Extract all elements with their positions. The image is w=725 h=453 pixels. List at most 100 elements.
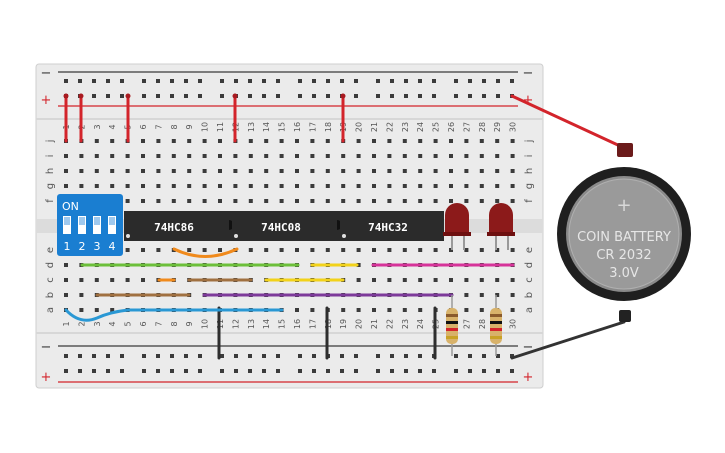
terminal-hole[interactable] <box>510 169 515 173</box>
terminal-hole[interactable] <box>310 199 315 203</box>
terminal-hole[interactable] <box>433 154 438 158</box>
rail-hole[interactable] <box>184 79 188 83</box>
terminal-hole[interactable] <box>495 184 500 188</box>
terminal-hole[interactable] <box>64 184 68 188</box>
rail-hole[interactable] <box>156 94 160 98</box>
rail-hole[interactable] <box>262 94 266 98</box>
terminal-hole[interactable] <box>94 278 99 282</box>
rail-hole[interactable] <box>142 354 146 358</box>
terminal-hole[interactable] <box>279 139 284 143</box>
terminal-hole[interactable] <box>279 248 284 252</box>
terminal-hole[interactable] <box>464 184 469 188</box>
rail-hole[interactable] <box>170 354 174 358</box>
rail-hole[interactable] <box>92 354 96 358</box>
rail-hole[interactable] <box>198 79 202 83</box>
terminal-hole[interactable] <box>464 308 469 312</box>
rail-hole[interactable] <box>120 79 124 83</box>
chip-74hc08[interactable] <box>232 211 340 241</box>
rail-hole[interactable] <box>198 94 202 98</box>
rail-hole[interactable] <box>510 369 514 373</box>
terminal-hole[interactable] <box>233 169 238 173</box>
terminal-hole[interactable] <box>218 169 222 173</box>
terminal-hole[interactable] <box>141 278 145 282</box>
rail-hole[interactable] <box>340 79 344 83</box>
terminal-hole[interactable] <box>248 199 253 203</box>
terminal-hole[interactable] <box>248 248 253 252</box>
terminal-hole[interactable] <box>387 154 392 158</box>
terminal-hole[interactable] <box>156 169 161 173</box>
terminal-hole[interactable] <box>187 169 192 173</box>
terminal-hole[interactable] <box>171 169 176 173</box>
terminal-hole[interactable] <box>418 154 423 158</box>
rail-hole[interactable] <box>326 94 330 98</box>
rail-hole[interactable] <box>198 369 202 373</box>
terminal-hole[interactable] <box>402 184 407 188</box>
rail-hole[interactable] <box>78 79 82 83</box>
terminal-hole[interactable] <box>464 139 469 143</box>
terminal-hole[interactable] <box>387 139 392 143</box>
rail-hole[interactable] <box>390 369 394 373</box>
terminal-hole[interactable] <box>156 139 161 143</box>
rail-hole[interactable] <box>482 369 486 373</box>
terminal-hole[interactable] <box>248 154 253 158</box>
rail-hole[interactable] <box>482 354 486 358</box>
rail-hole[interactable] <box>248 79 252 83</box>
terminal-hole[interactable] <box>94 184 99 188</box>
terminal-hole[interactable] <box>479 184 484 188</box>
rail-hole[interactable] <box>220 369 224 373</box>
terminal-hole[interactable] <box>125 169 130 173</box>
terminal-hole[interactable] <box>479 199 484 203</box>
rail-hole[interactable] <box>276 79 280 83</box>
rail-hole[interactable] <box>404 354 408 358</box>
rail-hole[interactable] <box>340 354 344 358</box>
terminal-hole[interactable] <box>110 139 115 143</box>
terminal-hole[interactable] <box>64 293 68 297</box>
rail-hole[interactable] <box>156 354 160 358</box>
terminal-hole[interactable] <box>187 139 192 143</box>
terminal-hole[interactable] <box>248 169 253 173</box>
rail-hole[interactable] <box>326 79 330 83</box>
terminal-hole[interactable] <box>341 199 346 203</box>
terminal-hole[interactable] <box>279 184 284 188</box>
terminal-hole[interactable] <box>495 154 500 158</box>
rail-hole[interactable] <box>496 94 500 98</box>
rail-hole[interactable] <box>92 369 96 373</box>
rail-hole[interactable] <box>120 94 124 98</box>
terminal-hole[interactable] <box>141 154 145 158</box>
terminal-hole[interactable] <box>387 169 392 173</box>
rail-hole[interactable] <box>454 94 458 98</box>
terminal-hole[interactable] <box>510 278 515 282</box>
terminal-hole[interactable] <box>171 154 176 158</box>
terminal-hole[interactable] <box>356 169 361 173</box>
terminal-hole[interactable] <box>433 169 438 173</box>
rail-hole[interactable] <box>120 354 124 358</box>
rail-hole[interactable] <box>390 94 394 98</box>
terminal-hole[interactable] <box>218 184 222 188</box>
terminal-hole[interactable] <box>295 169 299 173</box>
terminal-hole[interactable] <box>387 248 392 252</box>
rail-hole[interactable] <box>106 354 110 358</box>
terminal-hole[interactable] <box>449 199 453 203</box>
terminal-hole[interactable] <box>387 308 392 312</box>
rail-hole[interactable] <box>510 354 514 358</box>
terminal-hole[interactable] <box>264 184 269 188</box>
terminal-hole[interactable] <box>402 199 407 203</box>
rail-hole[interactable] <box>248 94 252 98</box>
terminal-hole[interactable] <box>325 199 330 203</box>
terminal-hole[interactable] <box>372 169 376 173</box>
rail-hole[interactable] <box>390 79 394 83</box>
wire-blue[interactable] <box>64 308 284 322</box>
terminal-hole[interactable] <box>264 169 269 173</box>
rail-hole[interactable] <box>184 354 188 358</box>
terminal-hole[interactable] <box>279 199 284 203</box>
terminal-hole[interactable] <box>202 139 207 143</box>
terminal-hole[interactable] <box>187 154 192 158</box>
terminal-hole[interactable] <box>187 184 192 188</box>
rail-hole[interactable] <box>390 354 394 358</box>
rail-hole[interactable] <box>418 79 422 83</box>
terminal-hole[interactable] <box>141 248 145 252</box>
rail-hole[interactable] <box>106 79 110 83</box>
rail-hole[interactable] <box>234 354 238 358</box>
terminal-hole[interactable] <box>248 139 253 143</box>
terminal-hole[interactable] <box>110 184 115 188</box>
